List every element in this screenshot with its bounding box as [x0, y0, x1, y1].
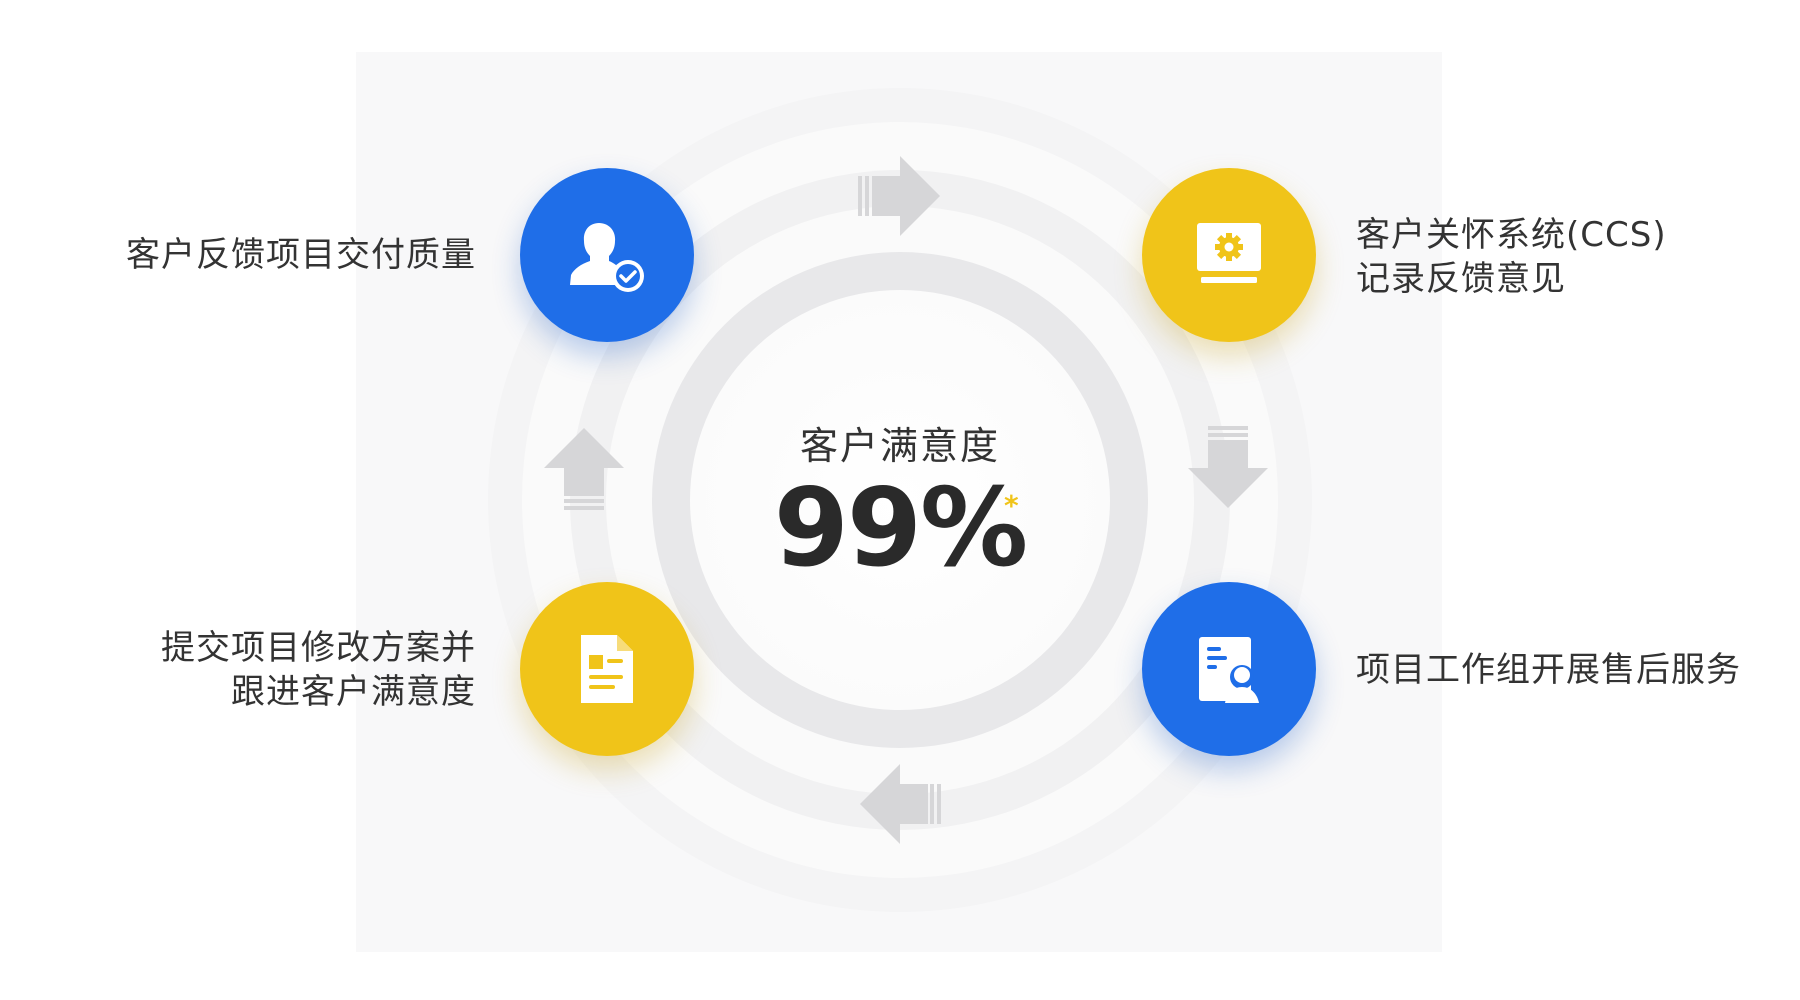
monitor-gear-icon — [1197, 223, 1261, 283]
document-icon — [581, 635, 633, 703]
arrow-up-icon — [544, 428, 624, 510]
step-label-plan: 提交项目修改方案并 跟进客户满意度 — [161, 626, 476, 714]
arrow-down-icon — [1188, 426, 1268, 508]
step-label-line: 记录反馈意见 — [1356, 259, 1566, 299]
satisfaction-value: 99% — [773, 466, 1029, 591]
arrow-right-icon — [858, 156, 940, 236]
step-label-line: 提交项目修改方案并 — [161, 628, 476, 668]
center-disc — [690, 290, 1110, 710]
arrow-left-icon — [860, 764, 941, 844]
step-node-service — [1142, 582, 1316, 756]
step-label-ccs: 客户关怀系统(CCS) 记录反馈意见 — [1356, 213, 1667, 301]
contact-card-icon — [1199, 637, 1259, 703]
step-label-feedback: 客户反馈项目交付质量 — [126, 233, 476, 277]
step-label-service: 项目工作组开展售后服务 — [1356, 648, 1741, 692]
step-label-line: 项目工作组开展售后服务 — [1356, 650, 1741, 690]
step-label-line: 客户反馈项目交付质量 — [126, 235, 476, 275]
footnote-asterisk: * — [1004, 489, 1019, 522]
user-check-icon — [570, 223, 644, 292]
step-node-ccs — [1142, 168, 1316, 342]
step-label-line: 客户关怀系统(CCS) — [1356, 215, 1667, 255]
center-title: 客户满意度 — [799, 424, 1000, 468]
step-node-plan — [520, 582, 694, 756]
step-label-line: 跟进客户满意度 — [231, 672, 476, 712]
step-node-feedback — [520, 168, 694, 342]
